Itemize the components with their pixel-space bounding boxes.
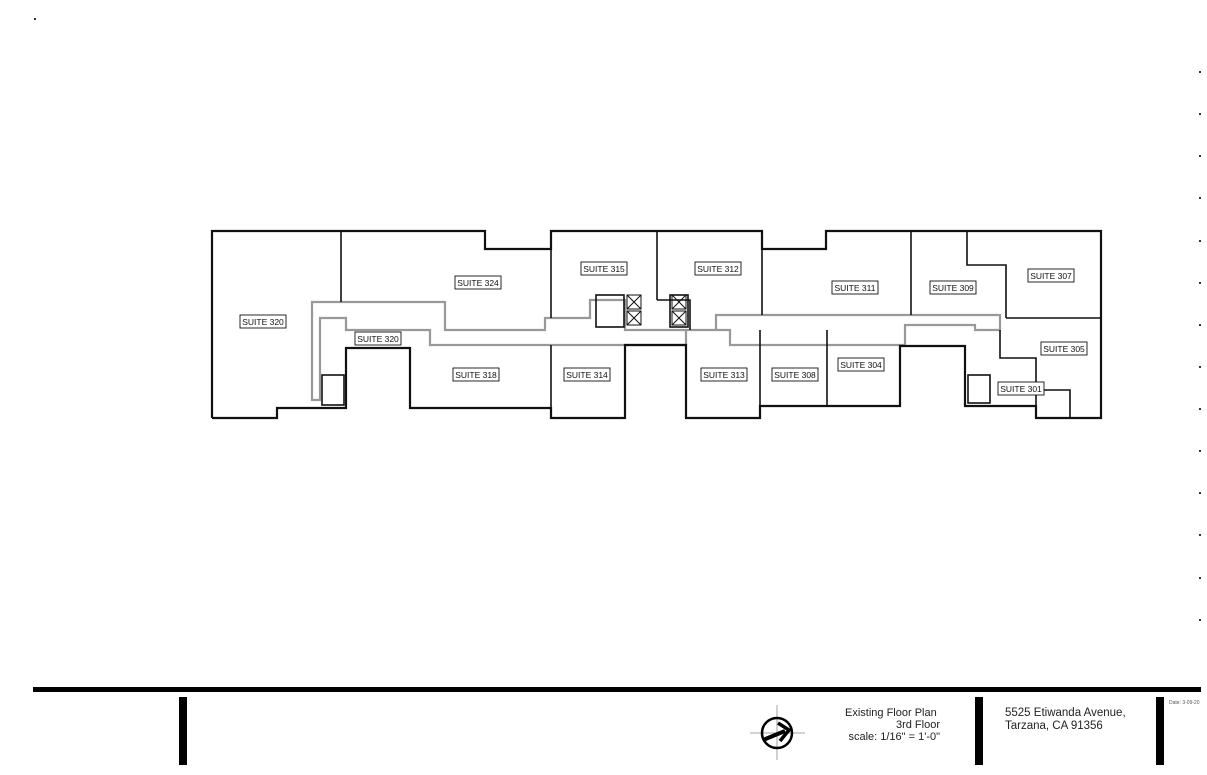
title-block-rule	[33, 687, 1201, 692]
elevator-icons	[626, 294, 687, 326]
address-line-1: 5525 Etiwanda Avenue,	[1005, 707, 1126, 719]
title-block-divider	[1156, 697, 1164, 765]
suite-label-308: SUITE 308	[771, 367, 819, 382]
svg-text:SUITE 313: SUITE 313	[703, 370, 745, 380]
title-block-divider	[179, 697, 187, 765]
sheet-edge-marks	[34, 18, 1201, 621]
svg-text:SUITE 324: SUITE 324	[457, 278, 499, 288]
suite-label-311: SUITE 311	[831, 280, 879, 295]
suite-label-312: SUITE 312	[694, 261, 742, 276]
svg-text:SUITE 320: SUITE 320	[242, 317, 284, 327]
suite-label-307: SUITE 307	[1027, 268, 1075, 283]
svg-text:SUITE 305: SUITE 305	[1043, 344, 1085, 354]
suite-label-320-annex: SUITE 320	[354, 331, 402, 346]
svg-text:SUITE 307: SUITE 307	[1030, 271, 1072, 281]
svg-text:SUITE 314: SUITE 314	[566, 370, 608, 380]
corridor	[310, 298, 1002, 402]
title-block-divider	[975, 697, 983, 765]
svg-text:SUITE 304: SUITE 304	[840, 360, 882, 370]
suite-label-301: SUITE 301	[997, 381, 1045, 396]
svg-text:SUITE 320: SUITE 320	[357, 334, 399, 344]
svg-text:SUITE 308: SUITE 308	[774, 370, 816, 380]
scale-label: scale: 1/16" = 1'-0"	[848, 731, 940, 743]
suite-label-309: SUITE 309	[929, 280, 977, 295]
suite-label-324: SUITE 324	[454, 275, 502, 290]
suite-label-318: SUITE 318	[452, 367, 500, 382]
exterior-walls	[210, 229, 1103, 420]
svg-text:SUITE 312: SUITE 312	[697, 264, 739, 274]
suite-label-313: SUITE 313	[700, 367, 748, 382]
svg-text:SUITE 318: SUITE 318	[455, 370, 497, 380]
suite-label-305: SUITE 305	[1040, 341, 1088, 356]
floor-label: 3rd Floor	[895, 719, 940, 731]
drawing-title-block: Existing Floor Plan 3rd Floor scale: 1/1…	[820, 707, 940, 743]
interior-walls	[321, 231, 1101, 418]
address-block: 5525 Etiwanda Avenue, Tarzana, CA 91356	[1005, 707, 1126, 733]
suite-label-314: SUITE 314	[563, 367, 611, 382]
svg-text:SUITE 311: SUITE 311	[835, 283, 876, 293]
svg-text:SUITE 315: SUITE 315	[583, 264, 625, 274]
date-label: Date: 3-09-20	[1169, 700, 1200, 706]
svg-text:SUITE 301: SUITE 301	[1000, 384, 1042, 394]
north-arrow-icon	[750, 705, 805, 760]
drawing-title: Existing Floor Plan	[845, 707, 937, 719]
address-line-2: Tarzana, CA 91356	[1005, 720, 1103, 732]
suite-label-320: SUITE 320	[239, 314, 287, 329]
suite-label-315: SUITE 315	[580, 261, 628, 276]
suite-label-304: SUITE 304	[837, 357, 885, 372]
svg-text:SUITE 309: SUITE 309	[932, 283, 974, 293]
